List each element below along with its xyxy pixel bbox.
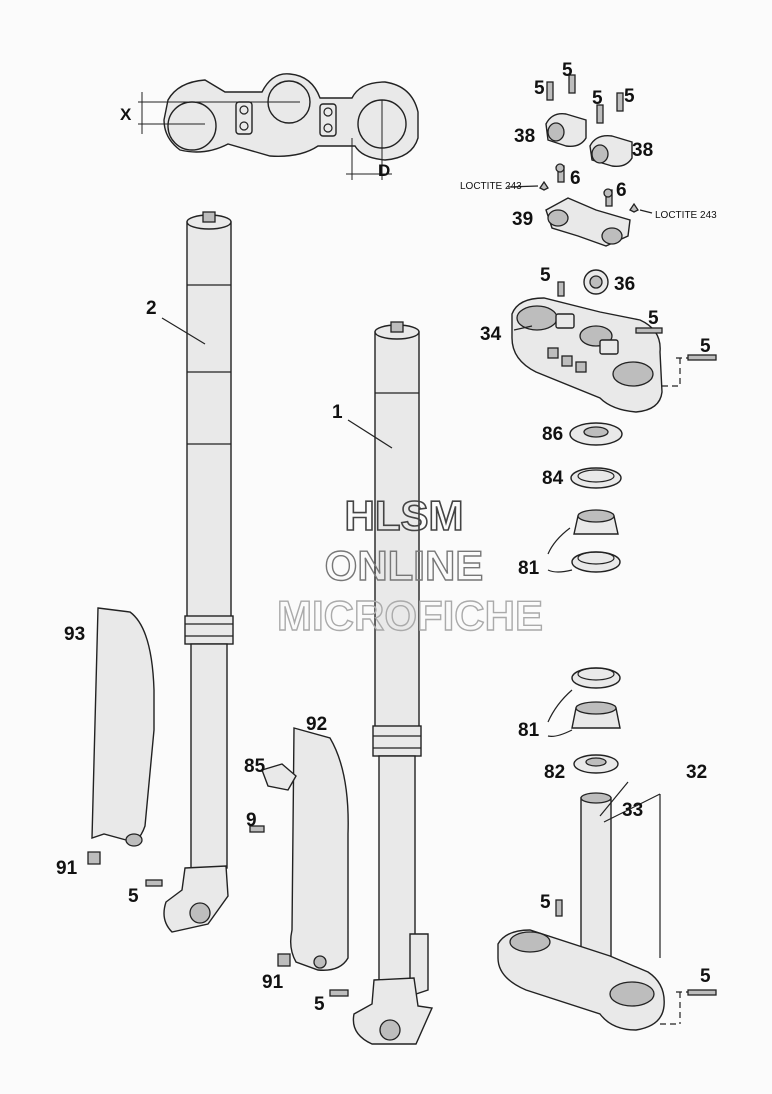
callout-1: 1 xyxy=(332,402,343,423)
loctite-right-label: LOCTITE 243 xyxy=(655,210,717,221)
bolt-fork-2-clamp xyxy=(145,879,163,887)
callout-93: 93 xyxy=(64,624,85,645)
dimension-x-label: X xyxy=(120,105,132,124)
callout-5: 5 xyxy=(700,336,711,357)
callout-5: 5 xyxy=(624,86,635,107)
callout-5: 5 xyxy=(314,994,325,1015)
fork-leg-2 xyxy=(163,211,234,933)
callout-5: 5 xyxy=(592,88,603,109)
callout-9: 9 xyxy=(246,810,257,831)
callout-5: 5 xyxy=(540,892,551,913)
callout-39: 39 xyxy=(512,209,533,230)
callout-6: 6 xyxy=(616,180,627,201)
callout-81: 81 xyxy=(518,720,540,741)
callout-84: 84 xyxy=(542,468,564,489)
callout-81: 81 xyxy=(518,558,540,579)
upper-triple-clamp xyxy=(511,269,717,413)
callout-86: 86 xyxy=(542,424,563,445)
callout-labels: 5 5 5 5 38 38 6 6 39 5 36 34 5 5 86 84 8… xyxy=(56,60,711,1015)
watermark-line-1: HLSM xyxy=(345,492,464,539)
callout-5: 5 xyxy=(700,966,711,987)
callout-91: 91 xyxy=(262,972,284,993)
loctite-left-label: LOCTITE 243 xyxy=(460,181,522,192)
callout-34: 34 xyxy=(480,324,502,345)
callout-2: 2 xyxy=(146,298,157,319)
callout-5: 5 xyxy=(534,78,545,99)
callout-32: 32 xyxy=(686,762,707,783)
steering-bearing-stack-lower xyxy=(547,667,621,774)
callout-33: 33 xyxy=(622,800,643,821)
callout-38: 38 xyxy=(514,126,535,147)
watermark-line-2: ONLINE xyxy=(325,542,484,589)
callout-5: 5 xyxy=(562,60,573,81)
watermark-line-3: MICROFICHE xyxy=(277,592,543,639)
lower-triple-clamp-stem xyxy=(497,792,717,1031)
callout-5: 5 xyxy=(128,886,139,907)
callout-6: 6 xyxy=(570,168,581,189)
callout-92: 92 xyxy=(306,714,327,735)
fork-guard-92 xyxy=(249,727,349,997)
handlebar-clamp-assembly xyxy=(507,74,653,247)
callout-38: 38 xyxy=(632,140,653,161)
fork-leg-1 xyxy=(352,321,434,1045)
callout-82: 82 xyxy=(544,762,565,783)
fork-guard-93 xyxy=(87,607,155,865)
callout-5: 5 xyxy=(540,265,551,286)
callout-5: 5 xyxy=(648,308,659,329)
callout-91: 91 xyxy=(56,858,78,879)
callout-36: 36 xyxy=(614,274,635,295)
triple-clamp-top-view xyxy=(138,73,419,180)
dimension-d-label: D xyxy=(378,161,390,180)
watermark: HLSM ONLINE MICROFICHE xyxy=(276,491,543,640)
steering-bearing-stack-upper xyxy=(547,422,623,573)
leader-lines xyxy=(161,317,629,817)
callout-85: 85 xyxy=(244,756,266,777)
